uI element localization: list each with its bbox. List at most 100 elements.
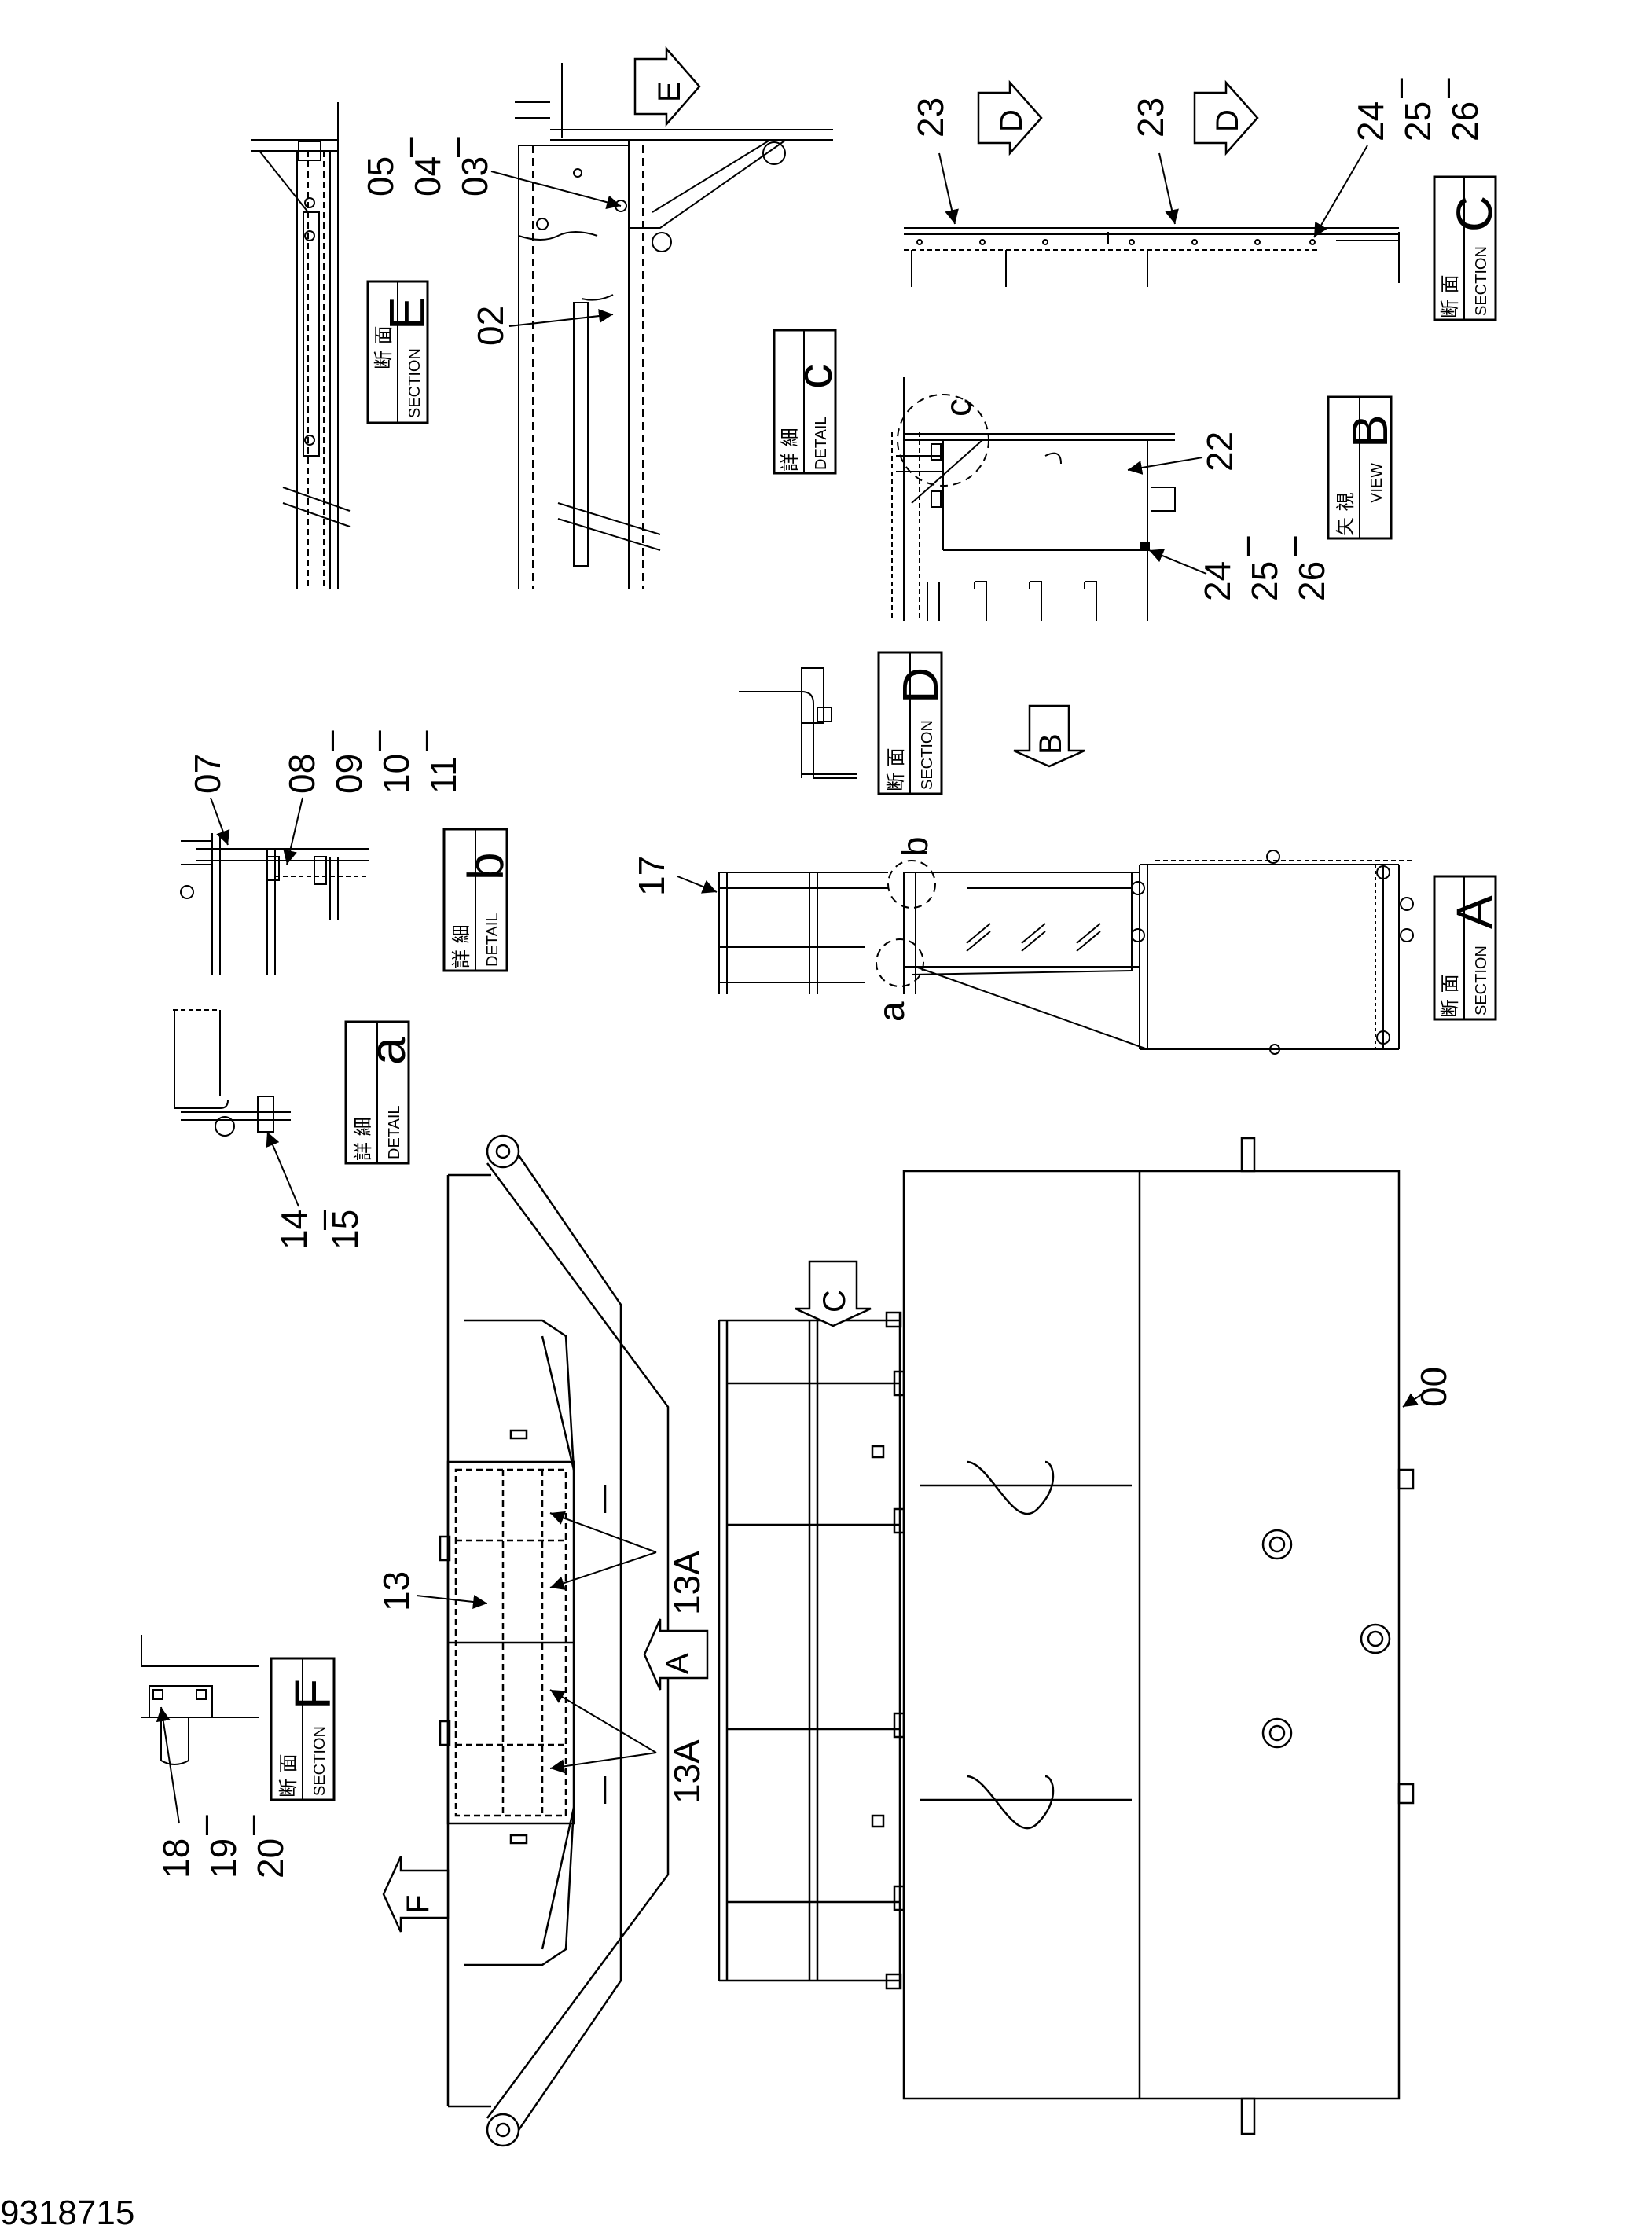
svg-text:13A: 13A [666,1739,707,1804]
section-d-drawing [739,667,857,779]
svg-text:13A: 13A [666,1551,707,1615]
view-arrow-b: B [1013,704,1085,768]
section-d-box: 断 面 SECTION D [877,651,949,795]
callout-08-09-10-11: 08 – 09 – 10 – 11 [281,730,464,865]
svg-text:詳 細: 詳 細 [779,428,801,472]
svg-text:23: 23 [910,97,951,138]
svg-text:22: 22 [1199,431,1240,472]
svg-text:18: 18 [156,1838,196,1878]
detail-a-box: 詳 細 DETAIL a [344,1020,416,1165]
svg-text:詳 細: 詳 細 [450,924,472,968]
section-a-box: 断 面 SECTION A [1433,875,1503,1021]
tank-drawing [902,1137,1415,2135]
svg-text:a: a [359,1037,416,1065]
svg-text:C: C [817,1290,852,1313]
detail-b-box: 詳 細 DETAIL b [442,828,514,972]
view-b-box: 矢 視 VIEW B [1327,395,1398,540]
svg-text:–: – [435,137,475,157]
svg-text:04: 04 [407,156,448,196]
view-arrows-d: D D [977,79,1259,156]
svg-text:SECTION: SECTION [1473,946,1490,1015]
svg-text:20: 20 [250,1838,291,1878]
callout-18-19-20: 18 – 19 – 20 [156,1706,291,1878]
svg-text:b: b [894,836,935,857]
drawing-number: 9318715 [0,2194,134,2229]
svg-text:C: C [1446,196,1503,232]
section-e-box: 断 面 SECTION E [366,280,435,424]
callout-23-b: 23 [1130,97,1179,225]
view-b-drawing [891,377,1176,621]
svg-text:B: B [1342,414,1398,448]
svg-text:SECTION: SECTION [919,720,936,790]
svg-text:03: 03 [454,156,495,196]
svg-text:24: 24 [1197,561,1238,601]
svg-text:D: D [1210,109,1245,132]
svg-text:26: 26 [1291,561,1332,601]
detail-c-box: 詳 細 DETAIL c [773,329,843,475]
svg-text:断 面: 断 面 [885,747,907,791]
callout-22: 22 [1127,431,1240,475]
svg-text:c: c [786,364,843,389]
callout-00: 00 [1402,1367,1454,1408]
svg-text:DETAIL: DETAIL [484,913,501,967]
svg-text:DETAIL: DETAIL [386,1105,403,1159]
svg-text:SECTION: SECTION [406,348,424,418]
svg-text:矢 視: 矢 視 [1334,492,1356,536]
callout-13a-upper: 13A [549,1511,707,1615]
callout-14-15: 14 – 15 [266,1131,365,1250]
view-arrow-f: F [382,1856,450,1933]
svg-text:–: – [1272,536,1312,556]
svg-text:VIEW: VIEW [1368,463,1386,503]
section-a-drawing [718,850,1415,1055]
svg-text:DETAIL: DETAIL [813,416,830,470]
svg-text:–: – [1425,78,1466,98]
section-c-view [904,227,1400,287]
svg-text:09: 09 [329,754,369,794]
svg-text:17: 17 [631,856,672,896]
svg-text:D: D [892,667,949,703]
svg-text:c: c [938,398,978,417]
callout-24-25-26-top: 24 – 25 – 26 [1313,78,1485,238]
section-e-view [251,102,351,589]
svg-text:26: 26 [1445,101,1485,141]
svg-text:–: – [230,1815,271,1835]
svg-text:07: 07 [187,754,228,794]
svg-text:断 面: 断 面 [373,325,395,369]
svg-text:14: 14 [273,1210,314,1250]
svg-text:–: – [183,1815,224,1835]
detail-b-drawing [180,833,369,975]
svg-text:02: 02 [470,306,511,346]
svg-text:A: A [1446,895,1503,929]
svg-text:F: F [401,1895,435,1914]
view-arrow-c: C [795,1260,872,1327]
svg-text:F: F [285,1679,341,1709]
svg-text:08: 08 [281,754,322,794]
section-e-main-view [515,63,833,589]
callout-07: 07 [187,754,230,846]
svg-text:25: 25 [1397,101,1438,141]
section-f-drawing [141,1635,259,1765]
view-arrow-e: E [633,46,701,127]
detail-a-drawing [173,1009,291,1137]
svg-text:–: – [309,730,350,751]
svg-text:詳 細: 詳 細 [352,1117,374,1161]
svg-text:24: 24 [1350,101,1391,141]
svg-text:10: 10 [376,754,417,794]
svg-text:19: 19 [203,1838,244,1878]
svg-text:SECTION: SECTION [311,1726,329,1796]
svg-text:25: 25 [1244,561,1285,601]
callout-17: 17 [631,856,718,896]
svg-text:B: B [1033,733,1068,755]
svg-text:E: E [652,81,687,102]
callout-13a-lower: 13A [549,1689,707,1804]
svg-text:E: E [379,296,435,330]
callout-13: 13 [376,1571,488,1611]
callout-24-25-26-mid: 24 – 25 – 26 [1148,536,1332,601]
svg-text:b: b [457,852,514,880]
svg-text:a: a [871,1001,912,1022]
view-arrow-a: A [643,1618,709,1691]
svg-text:断 面: 断 面 [1439,974,1461,1018]
svg-text:00: 00 [1413,1367,1454,1407]
handrail-drawing [718,1311,905,1990]
